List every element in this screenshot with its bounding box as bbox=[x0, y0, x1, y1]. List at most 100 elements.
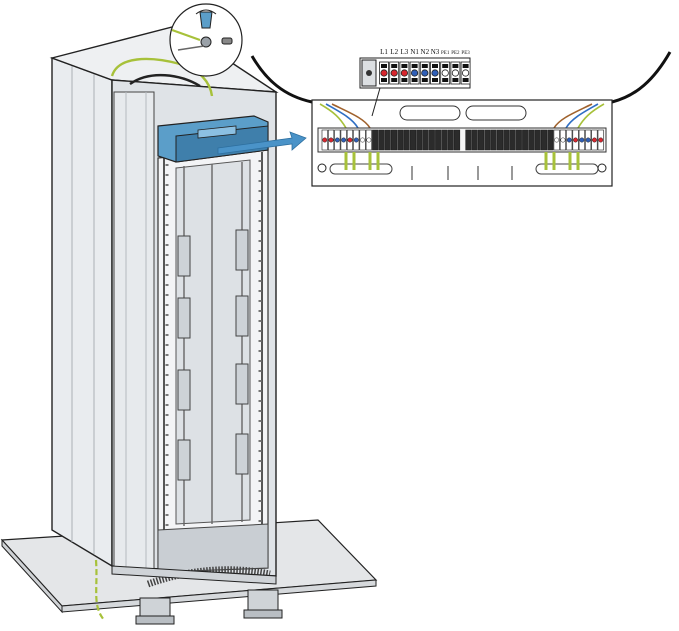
terminal-block bbox=[547, 129, 554, 151]
terminal-block-marker bbox=[334, 137, 340, 143]
interior-brackets bbox=[177, 229, 249, 481]
terminal-block-marker bbox=[322, 137, 328, 143]
terminal-block-marker bbox=[328, 137, 334, 143]
interior-floor bbox=[157, 523, 269, 573]
terminal-marker bbox=[410, 69, 419, 77]
terminal-block-marker bbox=[560, 137, 566, 143]
terminal-block bbox=[496, 129, 504, 151]
bottom-vent bbox=[146, 566, 271, 588]
label-strip-terminals bbox=[379, 61, 471, 85]
terminal-block bbox=[522, 129, 529, 151]
terminal-label: PE2 bbox=[451, 51, 460, 56]
terminal-screw bbox=[381, 78, 387, 82]
terminal-block bbox=[384, 129, 391, 151]
terminal-marker bbox=[461, 69, 470, 77]
terminal-screw bbox=[401, 78, 408, 82]
terminal-block bbox=[534, 129, 541, 151]
terminal-block bbox=[409, 129, 417, 151]
cable-tie-icon bbox=[221, 37, 233, 45]
terminal-block bbox=[471, 129, 478, 151]
ground-wire-icon bbox=[94, 559, 105, 621]
terminal-block bbox=[435, 129, 442, 151]
screwdriver-icon bbox=[199, 11, 213, 29]
terminal-screw bbox=[452, 64, 459, 68]
terminal-label: L1 bbox=[380, 48, 388, 56]
rail-holes bbox=[165, 160, 262, 564]
terminal-screw bbox=[411, 78, 418, 82]
terminal-block-marker bbox=[360, 137, 365, 143]
terminal-marker bbox=[431, 69, 439, 77]
top-cable-black bbox=[129, 73, 201, 88]
terminal-block-marker bbox=[585, 137, 591, 143]
terminal-block bbox=[490, 129, 497, 151]
terminal-screw bbox=[442, 64, 449, 68]
terminal-label: L3 bbox=[401, 48, 409, 56]
terminal-screw bbox=[462, 64, 469, 68]
terminal-screw bbox=[432, 78, 438, 82]
terminal-screw bbox=[381, 64, 387, 68]
terminal-block-marker bbox=[554, 137, 560, 143]
terminal-block bbox=[403, 129, 410, 151]
terminal-label: N1 bbox=[410, 48, 419, 56]
terminal-block bbox=[484, 129, 491, 151]
terminal-block bbox=[390, 129, 398, 151]
support-leg bbox=[243, 589, 283, 619]
terminal-marker bbox=[451, 69, 459, 77]
terminal-label: L2 bbox=[390, 48, 398, 56]
support-leg bbox=[135, 597, 175, 625]
terminal-block-marker bbox=[366, 137, 372, 143]
terminal-detail bbox=[250, 51, 672, 187]
terminal-marker bbox=[421, 69, 429, 77]
terminal-screw bbox=[421, 64, 428, 68]
terminal-blocks bbox=[321, 129, 604, 151]
terminal-block bbox=[515, 129, 522, 151]
terminal-block bbox=[503, 129, 510, 151]
terminal-screw bbox=[401, 64, 408, 68]
cabinet-left-side bbox=[51, 56, 113, 568]
terminal-label: N3 bbox=[431, 48, 440, 56]
terminal-label: PE3 bbox=[461, 51, 470, 56]
terminal-marker bbox=[390, 69, 398, 77]
front-pillar-left bbox=[113, 91, 155, 571]
terminal-block bbox=[453, 129, 461, 151]
terminal-screw bbox=[391, 78, 398, 82]
terminal-block bbox=[422, 129, 429, 151]
terminal-block bbox=[397, 129, 404, 151]
terminal-block bbox=[540, 129, 548, 151]
terminal-label: N2 bbox=[421, 48, 430, 56]
ground-screw bbox=[200, 36, 212, 48]
terminal-block bbox=[378, 129, 385, 151]
terminal-screw bbox=[462, 78, 469, 82]
terminal-block-marker bbox=[573, 137, 578, 143]
terminal-screw bbox=[432, 64, 438, 68]
terminal-block bbox=[372, 129, 379, 151]
interior-back-panel bbox=[175, 159, 251, 525]
terminal-block-marker bbox=[579, 137, 585, 143]
terminal-block bbox=[428, 129, 435, 151]
terminal-block bbox=[477, 129, 485, 151]
terminal-block-marker bbox=[598, 137, 604, 143]
screw-detail-inset bbox=[169, 3, 243, 77]
terminal-screw bbox=[452, 78, 459, 82]
terminal-block bbox=[447, 129, 454, 151]
terminal-screw bbox=[391, 64, 398, 68]
terminal-marker bbox=[400, 69, 408, 77]
terminal-block bbox=[465, 129, 472, 151]
panel-screw bbox=[597, 163, 607, 173]
cable-slot-right bbox=[465, 105, 527, 121]
panel-screw bbox=[317, 163, 327, 173]
terminal-block-marker bbox=[566, 137, 572, 143]
cable-slot-left bbox=[399, 105, 461, 121]
terminal-label: PE1 bbox=[441, 51, 450, 56]
terminal-block-marker bbox=[347, 137, 353, 143]
cabinet-bottom-frame bbox=[111, 565, 277, 585]
terminal-block-marker bbox=[341, 137, 347, 143]
lower-wire-bundle bbox=[344, 152, 580, 170]
terminal-marker bbox=[441, 69, 449, 77]
terminal-block-marker bbox=[353, 137, 359, 143]
terminal-block bbox=[528, 129, 535, 151]
terminal-screw bbox=[421, 78, 428, 82]
incoming-cable-right bbox=[611, 51, 672, 104]
